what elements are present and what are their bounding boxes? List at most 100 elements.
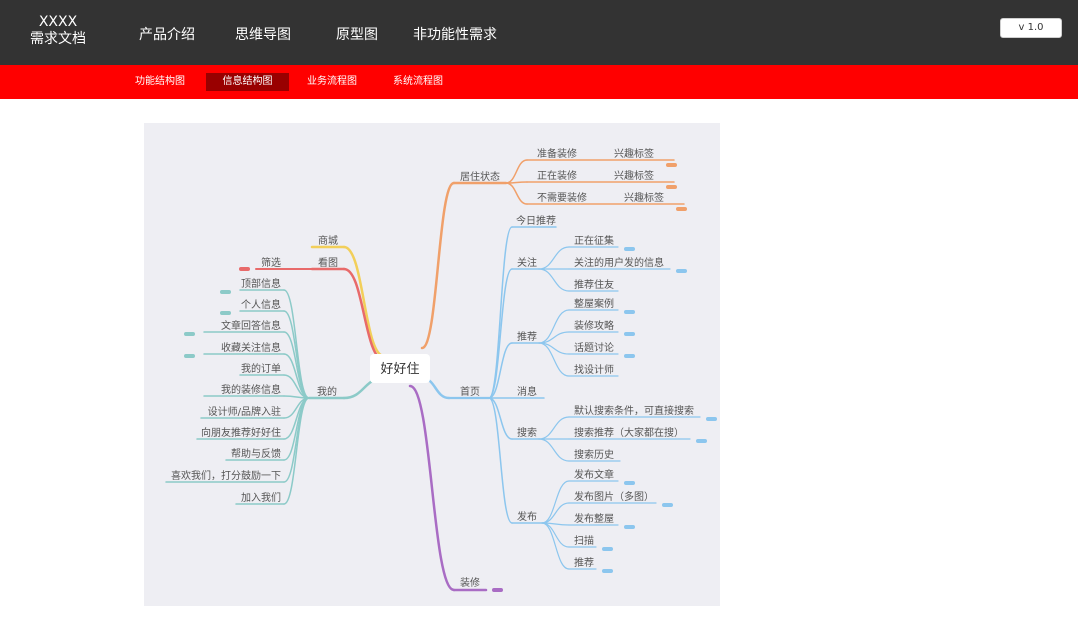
collapsed-more-icon xyxy=(624,354,635,358)
node-kantu: 看图 xyxy=(318,256,338,269)
node-fabu-child: 发布文章 xyxy=(574,468,614,481)
node-tuijian-child: 话题讨论 xyxy=(574,341,614,354)
node-interest-tag: 兴趣标签 xyxy=(624,191,664,204)
branch-link xyxy=(538,342,570,377)
node-sousuo-child: 搜索历史 xyxy=(574,448,614,461)
node-wode-child: 加入我们 xyxy=(241,491,281,504)
node-tuijian-child: 装修攻略 xyxy=(574,319,614,332)
branch-link xyxy=(283,397,310,505)
collapsed-more-icon xyxy=(624,310,635,314)
node-fabu-child: 发布图片（多图） xyxy=(574,490,654,503)
node-sousuo-child: 搜索推荐（大家都在搜） xyxy=(574,426,684,439)
node-fabu-child: 扫描 xyxy=(574,534,594,547)
branch-link xyxy=(538,309,570,344)
collapsed-more-icon xyxy=(184,354,195,358)
node-shangcheng: 商城 xyxy=(318,234,338,247)
node-fabu: 发布 xyxy=(517,510,537,523)
node-jinri: 今日推荐 xyxy=(516,214,556,227)
top-nav-bar: XXXX 需求文档 产品介绍 思维导图 原型图 非功能性需求 v 1.0 xyxy=(0,0,1078,65)
branch-link xyxy=(538,268,570,292)
subnav-info-structure[interactable]: 信息结构图 xyxy=(206,73,289,91)
branch-link xyxy=(541,522,570,570)
mind-map-canvas: 居住状态准备装修兴趣标签正在装修兴趣标签不需要装修兴趣标签首页今日推荐关注正在征… xyxy=(165,147,717,592)
branch-link xyxy=(505,182,528,205)
collapsed-more-icon xyxy=(666,185,677,189)
branch-link xyxy=(283,289,310,399)
subnav-function-structure[interactable]: 功能结构图 xyxy=(135,76,185,87)
node-guanzhu-child: 推荐住友 xyxy=(574,278,614,291)
node-juzhu-child: 正在装修 xyxy=(537,169,577,182)
collapsed-more-icon xyxy=(492,588,503,592)
node-zhuangxiu: 装修 xyxy=(460,576,480,589)
nav-product-intro[interactable]: 产品介绍 xyxy=(139,27,195,43)
node-juzhu: 居住状态 xyxy=(460,170,500,183)
node-shouye: 首页 xyxy=(460,385,480,398)
collapsed-more-icon xyxy=(676,269,687,273)
branch-link-juzhu xyxy=(420,181,456,350)
collapsed-more-icon xyxy=(624,247,635,251)
collapsed-more-icon xyxy=(624,332,635,336)
node-guanzhu-child: 正在征集 xyxy=(574,234,614,247)
branch-link xyxy=(538,438,570,462)
node-tuijian: 推荐 xyxy=(517,330,537,343)
collapsed-more-icon xyxy=(602,547,613,551)
node-guanzhu-child: 关注的用户发的信息 xyxy=(574,256,664,269)
collapsed-more-icon xyxy=(220,311,231,315)
branch-link xyxy=(541,502,570,524)
collapsed-more-icon xyxy=(239,267,250,271)
version-badge[interactable]: v 1.0 xyxy=(1000,18,1062,38)
collapsed-more-icon xyxy=(184,332,195,336)
collapsed-more-icon xyxy=(602,569,613,573)
collapsed-more-icon xyxy=(220,290,231,294)
nav-prototype[interactable]: 原型图 xyxy=(336,27,378,43)
node-wode-child: 收藏关注信息 xyxy=(221,341,281,354)
node-juzhu-child: 准备装修 xyxy=(537,147,577,160)
brand-line-2: 需求文档 xyxy=(30,31,86,47)
node-wode-child: 喜欢我们，打分鼓励一下 xyxy=(171,469,281,482)
collapsed-more-icon xyxy=(624,481,635,485)
node-guanzhu: 关注 xyxy=(517,256,537,269)
branch-link-zhuangxiu xyxy=(408,384,456,592)
root-node-box xyxy=(370,354,430,383)
node-wode-child: 文章回答信息 xyxy=(221,319,281,332)
subnav-business-flow[interactable]: 业务流程图 xyxy=(307,76,357,87)
node-interest-tag: 兴趣标签 xyxy=(614,169,654,182)
node-shaixuan: 筛选 xyxy=(261,256,281,269)
node-wode-child: 个人信息 xyxy=(241,298,281,311)
node-wode: 我的 xyxy=(317,385,337,398)
nav-non-functional[interactable]: 非功能性需求 xyxy=(413,27,497,43)
brand-line-1: XXXX xyxy=(38,14,78,30)
node-wode-child: 顶部信息 xyxy=(241,277,281,290)
collapsed-more-icon xyxy=(662,503,673,507)
node-juzhu-child: 不需要装修 xyxy=(537,191,587,204)
node-wode-child: 帮助与反馈 xyxy=(231,447,281,460)
branch-link-shangcheng xyxy=(342,245,386,358)
root-node-label: 好好住 xyxy=(380,362,419,377)
branch-link xyxy=(538,416,570,440)
collapsed-more-icon xyxy=(706,417,717,421)
nav-mind-map[interactable]: 思维导图 xyxy=(235,27,291,43)
node-tuijian-child: 整屋案例 xyxy=(574,297,614,310)
subnav-system-flow[interactable]: 系统流程图 xyxy=(393,76,443,87)
branch-link xyxy=(283,397,310,440)
brand-title[interactable]: XXXX 需求文档 xyxy=(10,14,106,48)
branch-link xyxy=(541,522,570,548)
branch-link xyxy=(488,397,513,524)
branch-link xyxy=(488,268,513,399)
mind-map-image: 居住状态准备装修兴趣标签正在装修兴趣标签不需要装修兴趣标签首页今日推荐关注正在征… xyxy=(144,123,720,606)
node-sousuo: 搜索 xyxy=(517,426,537,439)
node-interest-tag: 兴趣标签 xyxy=(614,147,654,160)
branch-link xyxy=(538,246,570,270)
node-fabu-child: 推荐 xyxy=(574,556,594,569)
branch-link xyxy=(505,159,528,184)
node-tuijian-child: 找设计师 xyxy=(574,363,614,376)
branch-link-kantu xyxy=(342,267,386,362)
branch-link xyxy=(541,480,570,524)
collapsed-more-icon xyxy=(696,439,707,443)
sub-nav-bar: 功能结构图 信息结构图 业务流程图 系统流程图 xyxy=(0,65,1078,99)
collapsed-more-icon xyxy=(666,163,677,167)
node-wode-child: 我的订单 xyxy=(241,362,281,375)
node-fabu-child: 发布整屋 xyxy=(574,512,614,525)
collapsed-more-icon xyxy=(624,525,635,529)
branch-link xyxy=(488,342,513,399)
